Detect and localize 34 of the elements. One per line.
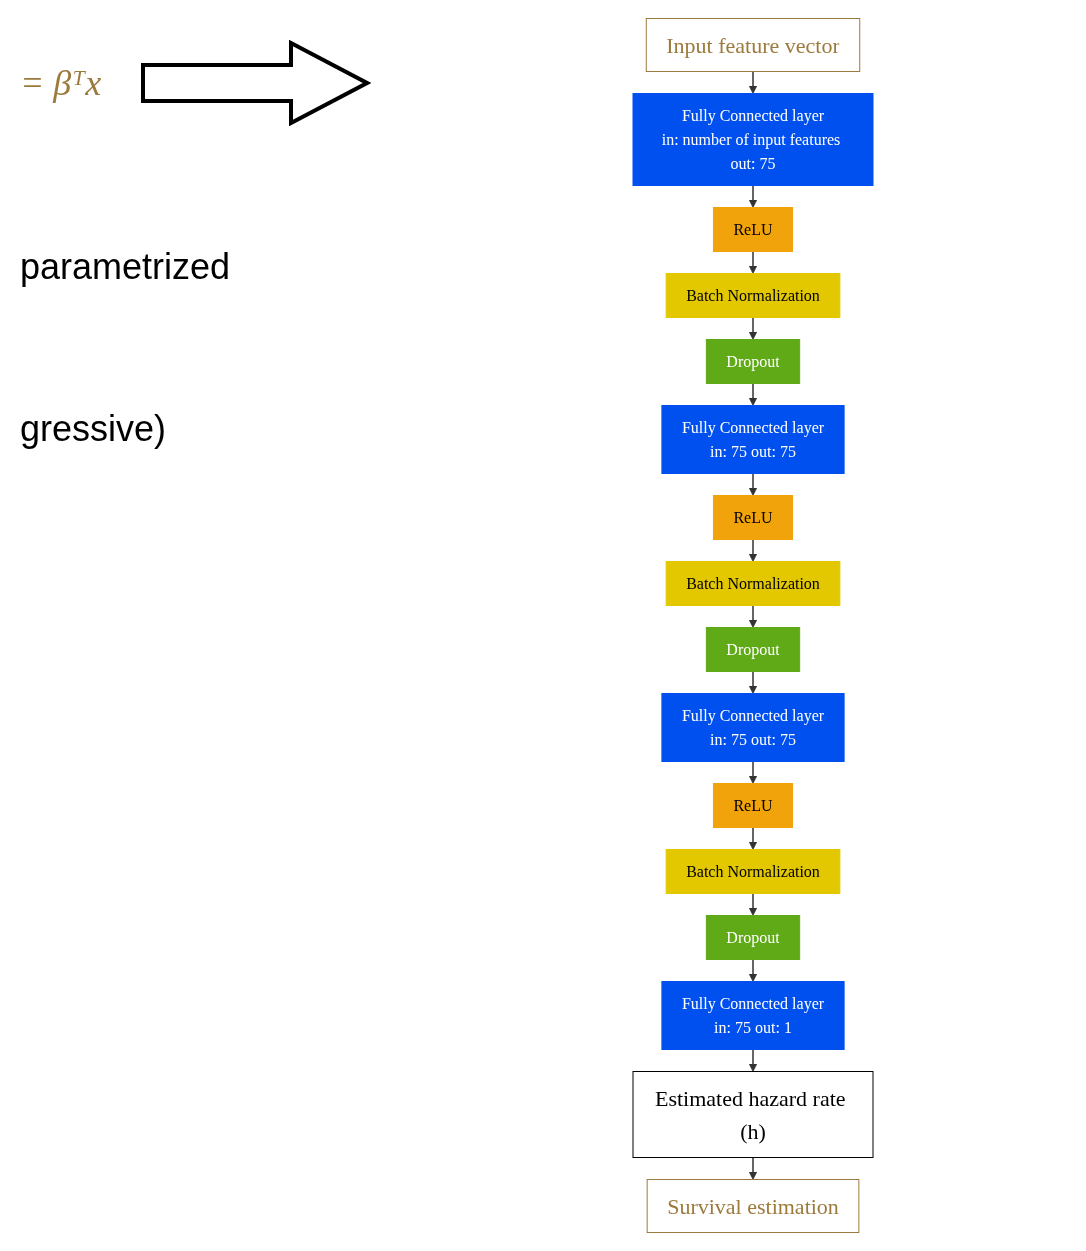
node-box: ReLU <box>712 783 794 828</box>
arrow <box>748 958 758 982</box>
arrow <box>748 670 758 694</box>
arrow <box>748 316 758 340</box>
arrow <box>748 382 758 406</box>
arrow <box>748 892 758 916</box>
node-box: Dropout <box>705 627 801 672</box>
node-box: Dropout <box>705 339 801 384</box>
node-box: Survival estimation <box>646 1179 860 1233</box>
arrow <box>748 538 758 562</box>
node-box: Dropout <box>705 915 801 960</box>
text-fragment: parametrized <box>20 246 231 288</box>
arrow <box>748 250 758 274</box>
arrow <box>748 70 758 94</box>
arrow <box>748 1156 758 1180</box>
node-box: Fully Connected layer in: number of input features out: 75 <box>632 93 874 186</box>
node-box: Estimated hazard rate (h) <box>632 1071 874 1158</box>
node-box: Input feature vector <box>645 18 861 72</box>
node-box: Fully Connected layer in: 75 out: 75 <box>661 405 845 474</box>
arrow <box>748 184 758 208</box>
node-box: Batch Normalization <box>665 273 841 318</box>
formula: = βᵀx <box>20 62 102 104</box>
node-box: Batch Normalization <box>665 849 841 894</box>
node-box: Fully Connected layer in: 75 out: 1 <box>661 981 845 1050</box>
arrow <box>748 472 758 496</box>
arrow <box>748 1048 758 1072</box>
text-fragment: gressive) <box>20 408 167 450</box>
arrow <box>748 826 758 850</box>
node-box: ReLU <box>712 207 794 252</box>
arrow <box>748 604 758 628</box>
node-box: ReLU <box>712 495 794 540</box>
arrow <box>748 760 758 784</box>
node-box: Fully Connected layer in: 75 out: 75 <box>661 693 845 762</box>
node-box: Batch Normalization <box>665 561 841 606</box>
